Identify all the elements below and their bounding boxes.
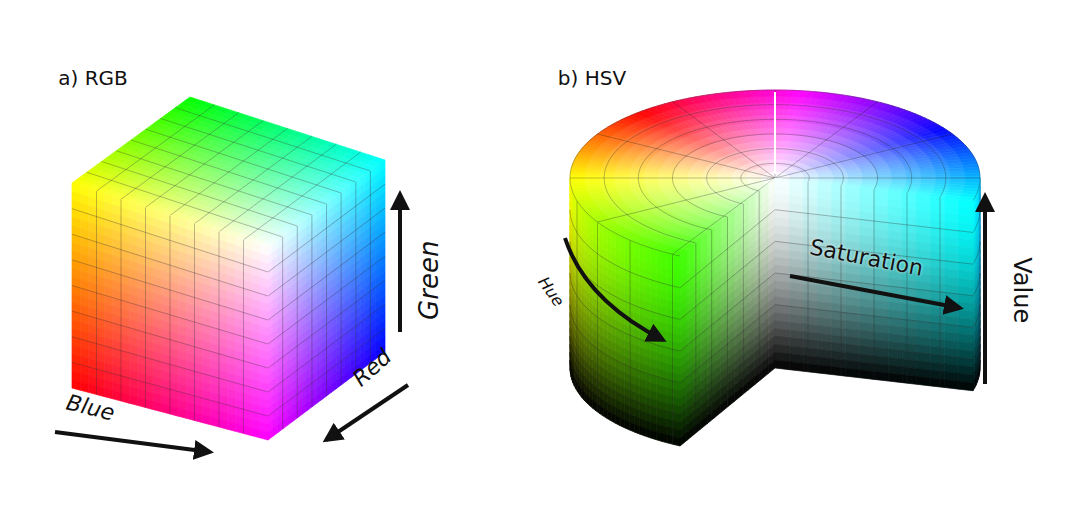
cylinder-side-cell — [668, 435, 674, 444]
cube-face-cell — [137, 397, 145, 408]
cube-face-cell — [162, 404, 170, 414]
cube-face-cell — [146, 399, 154, 410]
cube-face-cell — [178, 408, 186, 418]
cube-face-cell — [211, 417, 219, 427]
cube-face-cell — [244, 425, 252, 435]
cube-face-cell — [227, 421, 235, 431]
cylinder-side-cell — [656, 432, 662, 442]
cube-face-cell — [252, 428, 260, 438]
cube-face-cell — [129, 395, 137, 406]
cube-face-cell — [88, 384, 96, 395]
cylinder-side-cell — [674, 437, 680, 446]
cube-face-cell — [186, 410, 194, 420]
rgb-cube — [72, 97, 385, 440]
cube-face-cell — [170, 406, 178, 416]
cylinder-side-cell — [645, 428, 650, 438]
cube-face-cell — [121, 393, 129, 404]
cylinder-side-cell — [651, 430, 657, 440]
cube-face-cell — [235, 423, 243, 433]
cube-face-cell — [260, 430, 268, 440]
cube-face-cell — [105, 388, 113, 399]
cube-face-cell — [154, 401, 162, 411]
cube-face-cell — [195, 412, 203, 422]
cylinder-side-cell — [640, 426, 645, 436]
cylinder-side-cell — [635, 424, 640, 434]
cube-face-cell — [80, 382, 88, 393]
cube-face-cell — [72, 379, 80, 390]
cube-face-cell — [97, 386, 105, 397]
cube-face-cell — [219, 419, 227, 429]
cube-face-cell — [203, 414, 211, 424]
cylinder-side-cell — [662, 434, 668, 444]
cube-face-cell — [113, 390, 121, 401]
